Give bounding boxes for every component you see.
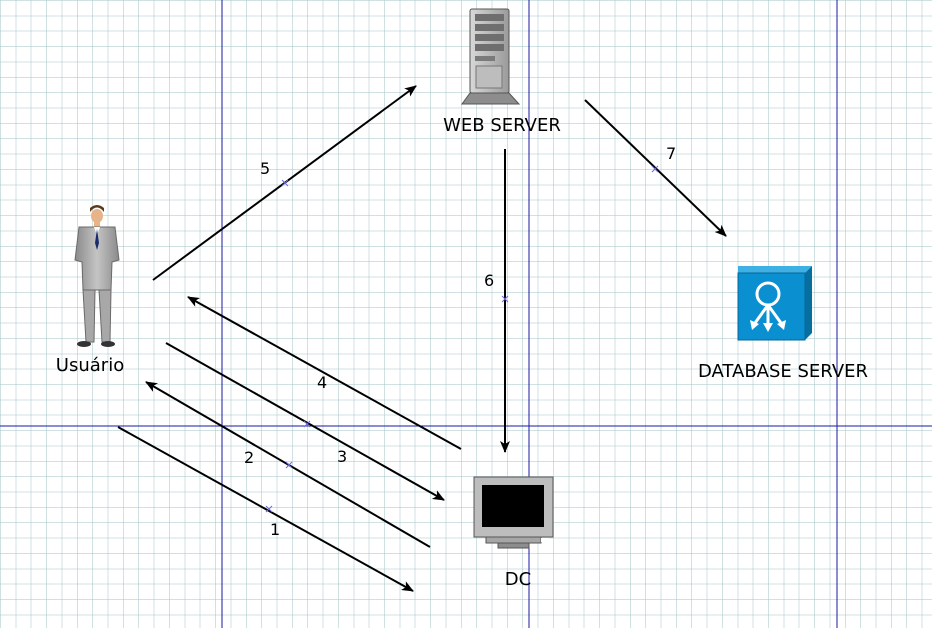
- edge-1[interactable]: [117, 426, 414, 592]
- edge-label-5: 5: [260, 159, 270, 178]
- edge-label-1: 1: [270, 520, 280, 539]
- user-node[interactable]: Usuário: [56, 205, 124, 376]
- edge-label-4: 4: [317, 373, 327, 392]
- user-label: Usuário: [56, 355, 124, 376]
- connection-markers: [265, 165, 659, 513]
- edge-label-6: 6: [484, 271, 494, 290]
- person-icon: [74, 205, 120, 347]
- edge-label-2: 2: [244, 448, 254, 467]
- edge-label-7: 7: [666, 144, 676, 163]
- edge-label-3: 3: [337, 447, 347, 466]
- database-server-label: DATABASE SERVER: [698, 361, 868, 382]
- dc-label: DC: [505, 569, 531, 590]
- edge-labels: 1 2 3 4 5 6 7: [244, 144, 676, 539]
- web-server-label: WEB SERVER: [443, 115, 561, 136]
- monitor-icon: [473, 476, 554, 549]
- server-tower-icon: [461, 8, 521, 105]
- web-server-node[interactable]: WEB SERVER: [443, 8, 561, 136]
- edge-4[interactable]: [187, 296, 462, 450]
- database-server-icon: [737, 266, 812, 341]
- edges: [117, 85, 727, 592]
- dc-node[interactable]: DC: [473, 476, 554, 590]
- database-server-node[interactable]: DATABASE SERVER: [698, 266, 868, 382]
